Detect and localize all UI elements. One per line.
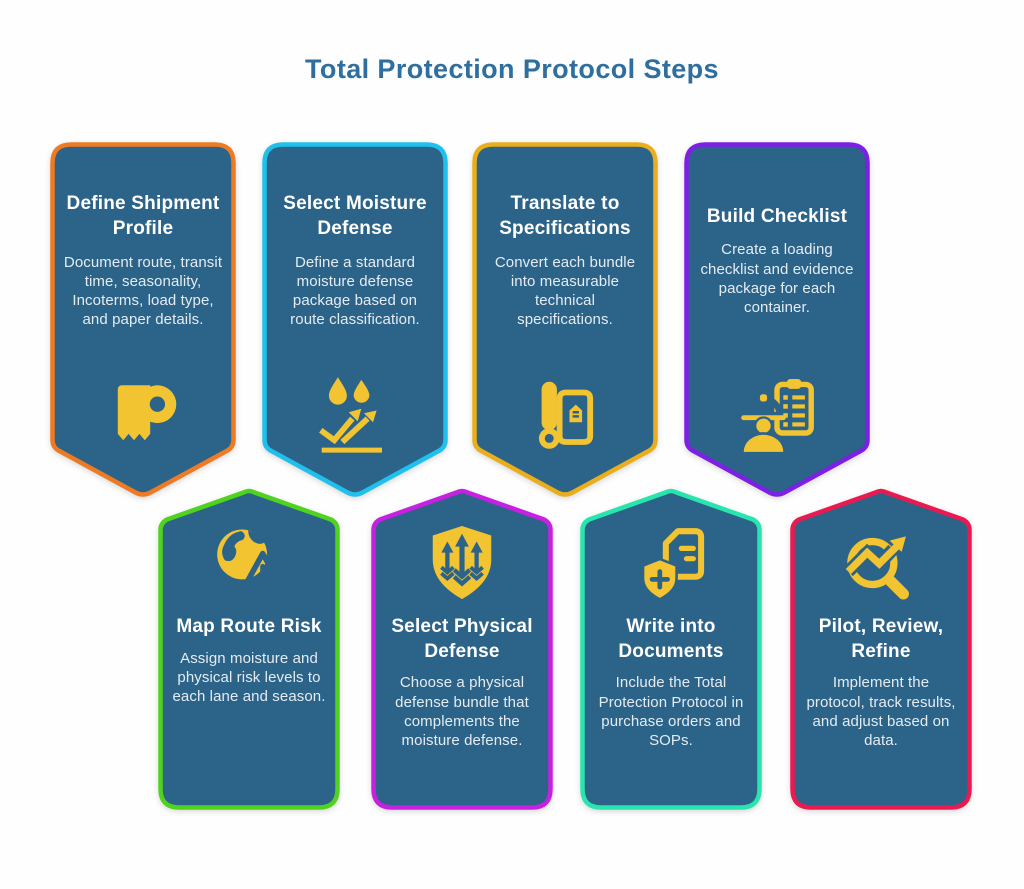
card-text: Build Checklist Create a loading checkli… [697, 156, 857, 366]
card-description: Implement the protocol, track results, a… [806, 674, 956, 749]
card-banner-shape [262, 142, 448, 497]
step-card-build-checklist: Build Checklist Create a loading checkli… [684, 142, 870, 498]
step-card-define-shipment-profile: Define Shipment Profile Document route, … [50, 142, 236, 498]
card-banner-shape [580, 488, 762, 810]
card-banner-shape [158, 488, 340, 810]
card-description: Include the Total Protection Protocol in… [598, 674, 744, 749]
step-card-translate-to-specifications: Translate to Specifications Convert each… [472, 142, 658, 498]
card-banner-shape [472, 142, 658, 497]
magnifier-trend-icon [838, 520, 924, 606]
card-description: Convert each bundle into measurable tech… [494, 253, 636, 329]
card-banner-shape [371, 488, 553, 810]
card-description: Create a loading checklist and evidence … [700, 241, 854, 317]
page-title: Total Protection Protocol Steps [305, 54, 719, 84]
card-title: Build Checklist [706, 205, 848, 227]
shield-arrows-icon [419, 520, 505, 606]
card-description: Assign moisture and physical risk levels… [172, 649, 326, 706]
card-description: Choose a physical defense bundle that co… [395, 674, 529, 749]
card-text: Define Shipment Profile Document route, … [63, 156, 223, 366]
step-card-select-moisture-defense: Select Moisture Defense Define a standar… [262, 142, 448, 498]
card-title: Pilot, Review, Refine [818, 616, 944, 662]
card-banner-shape [684, 142, 870, 497]
card-content: Select Physical Defense Choose a physica… [371, 488, 553, 810]
card-title: Write into Documents [618, 616, 724, 662]
card-content: Map Route Risk Assign moisture and physi… [158, 488, 340, 810]
card-text: Select Moisture Defense Define a standar… [275, 156, 435, 366]
blueprint-spec-icon [520, 370, 610, 460]
card-title: Select Physical Defense [391, 616, 533, 662]
step-card-map-route-risk: Map Route Risk Assign moisture and physi… [158, 488, 340, 810]
card-description: Define a standard moisture defense packa… [290, 253, 420, 329]
card-content: Translate to Specifications Convert each… [472, 142, 658, 498]
step-card-select-physical-defense: Select Physical Defense Choose a physica… [371, 488, 553, 810]
step-card-write-into-documents: Write into Documents Include the Total P… [580, 488, 762, 810]
worker-checklist-icon [732, 370, 822, 460]
card-text: Translate to Specifications Convert each… [485, 156, 645, 366]
card-banner-shape [790, 488, 972, 810]
card-description: Document route, transit time, seasonalit… [63, 253, 223, 329]
step-card-pilot-review-refine: Pilot, Review, Refine Implement the prot… [790, 488, 972, 810]
document-shield-icon [628, 520, 714, 606]
card-title: Define Shipment Profile [66, 193, 220, 240]
card-title: Translate to Specifications [499, 193, 631, 240]
card-content: Build Checklist Create a loading checkli… [684, 142, 870, 498]
paper-roll-icon [98, 370, 188, 460]
card-content: Pilot, Review, Refine Implement the prot… [790, 488, 972, 810]
card-title: Map Route Risk [176, 616, 322, 637]
card-content: Select Moisture Defense Define a standar… [262, 142, 448, 498]
card-content: Write into Documents Include the Total P… [580, 488, 762, 810]
globe-warning-icon [206, 520, 292, 606]
card-content: Define Shipment Profile Document route, … [50, 142, 236, 498]
card-banner-shape [50, 142, 236, 497]
moisture-droplets-trend-icon [310, 370, 400, 460]
card-title: Select Moisture Defense [283, 193, 427, 240]
